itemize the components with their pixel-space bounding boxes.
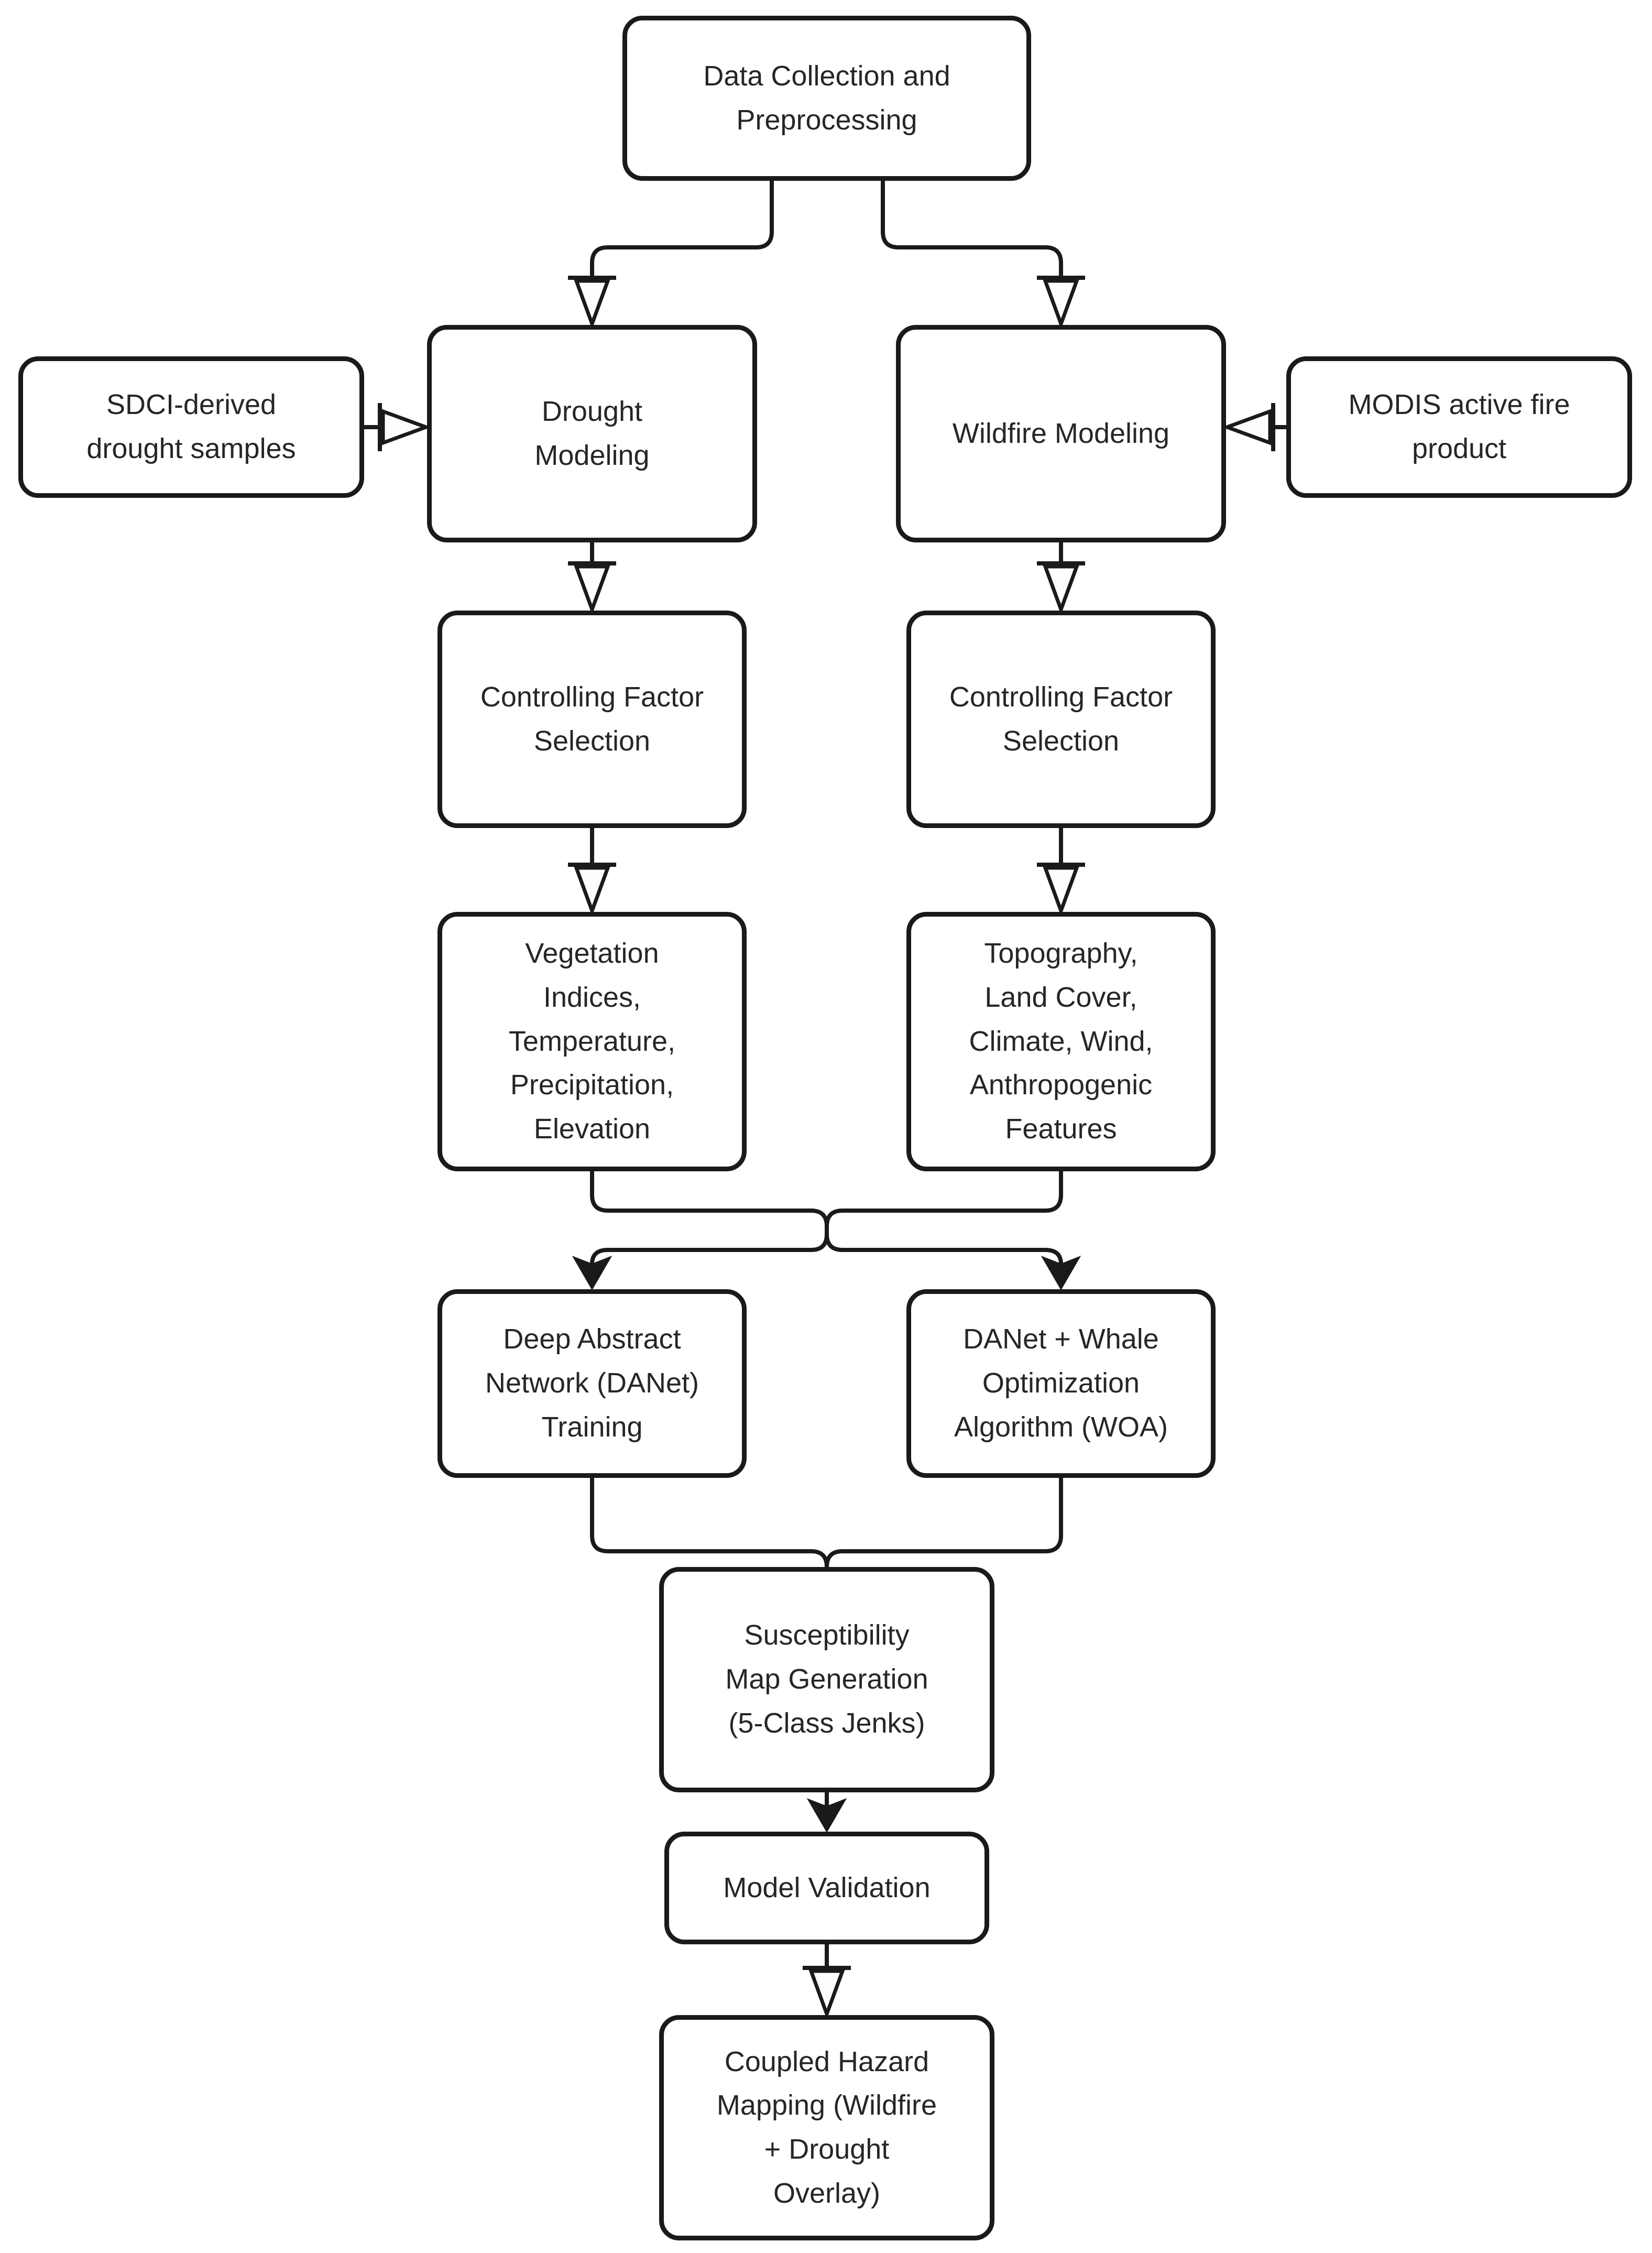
node-controlling-factor-selection-left: Controlling Factor Selection [437, 611, 747, 828]
node-danet-woa: DANet + Whale Optimization Algorithm (WO… [906, 1289, 1216, 1478]
node-data-collection-label: Data Collection and Preprocessing [703, 60, 950, 136]
hollow-arrowhead [1042, 564, 1080, 615]
node-wildfire-modeling: Wildfire Modeling [896, 325, 1226, 542]
node-controlling-factor-selection-right: Controlling Factor Selection [906, 611, 1216, 828]
node-susceptibility-map: Susceptibility Map Generation (5-Class J… [659, 1567, 994, 1792]
edge-sdci-drought [364, 403, 432, 451]
edge-modis-wildfire [1221, 403, 1286, 451]
edge-cfsright-factors [1037, 828, 1085, 917]
node-cfs-left-label: Controlling Factor Selection [480, 681, 704, 757]
node-woa-label: DANet + Whale Optimization Algorithm (WO… [954, 1323, 1168, 1443]
node-cfs-right-label: Controlling Factor Selection [949, 681, 1173, 757]
node-modis-label: MODIS active fire product [1348, 389, 1570, 464]
edge-drought-cfs [568, 542, 616, 615]
node-coupled-hazard-mapping: Coupled Hazard Mapping (Wildfire + Droug… [659, 2015, 994, 2240]
node-drought-modeling-label: Drought Modeling [534, 395, 650, 471]
node-drought-factors-label: Vegetation Indices, Temperature, Precipi… [508, 938, 676, 1145]
hollow-arrowhead [1221, 408, 1272, 446]
edge-split-danet [572, 1234, 829, 1290]
node-drought-modeling: Drought Modeling [427, 325, 757, 542]
hollow-arrowhead [1042, 866, 1080, 917]
hollow-arrowhead [573, 866, 611, 917]
solid-arrowhead [806, 1798, 847, 1833]
node-wildfire-factors: Topography, Land Cover, Climate, Wind, A… [906, 912, 1216, 1171]
solid-arrowhead [572, 1256, 612, 1290]
node-drought-factors: Vegetation Indices, Temperature, Precipi… [437, 912, 747, 1171]
edge-factors-merge [590, 1171, 1063, 1234]
node-modis-fire-product: MODIS active fire product [1286, 356, 1632, 498]
edge-woa-susceptibility [825, 1478, 1063, 1568]
node-wildfire-factors-label: Topography, Land Cover, Climate, Wind, A… [969, 938, 1153, 1145]
node-danet-label: Deep Abstract Network (DANet) Training [485, 1323, 699, 1443]
node-coupled-label: Coupled Hazard Mapping (Wildfire + Droug… [716, 2045, 937, 2209]
edge-wildfire-cfs [1037, 542, 1085, 615]
edge-datacollection-wildfire [881, 181, 1085, 330]
hollow-arrowhead [1042, 279, 1080, 330]
hollow-arrowhead [808, 1969, 846, 2020]
node-sdci-drought-samples: SDCI-derived drought samples [18, 356, 364, 498]
node-model-validation: Model Validation [664, 1832, 989, 1944]
node-susceptibility-label: Susceptibility Map Generation (5-Class J… [725, 1619, 928, 1739]
node-wildfire-modeling-label: Wildfire Modeling [952, 417, 1170, 449]
node-data-collection: Data Collection and Preprocessing [622, 16, 1031, 181]
solid-arrowhead [1041, 1256, 1081, 1290]
hollow-arrowhead [573, 564, 611, 615]
node-validation-label: Model Validation [723, 1871, 931, 1903]
edge-datacollection-drought [568, 181, 774, 330]
node-sdci-label: SDCI-derived drought samples [86, 389, 296, 464]
edge-cfsleft-factors [568, 828, 616, 917]
hollow-arrowhead [573, 279, 611, 330]
edge-susceptibility-validation [806, 1792, 847, 1833]
edge-danet-susceptibility [590, 1478, 829, 1568]
hollow-arrowhead [381, 408, 432, 446]
node-danet-training: Deep Abstract Network (DANet) Training [437, 1289, 747, 1478]
edge-validation-coupled [803, 1944, 851, 2020]
edge-split-woa [825, 1234, 1081, 1290]
